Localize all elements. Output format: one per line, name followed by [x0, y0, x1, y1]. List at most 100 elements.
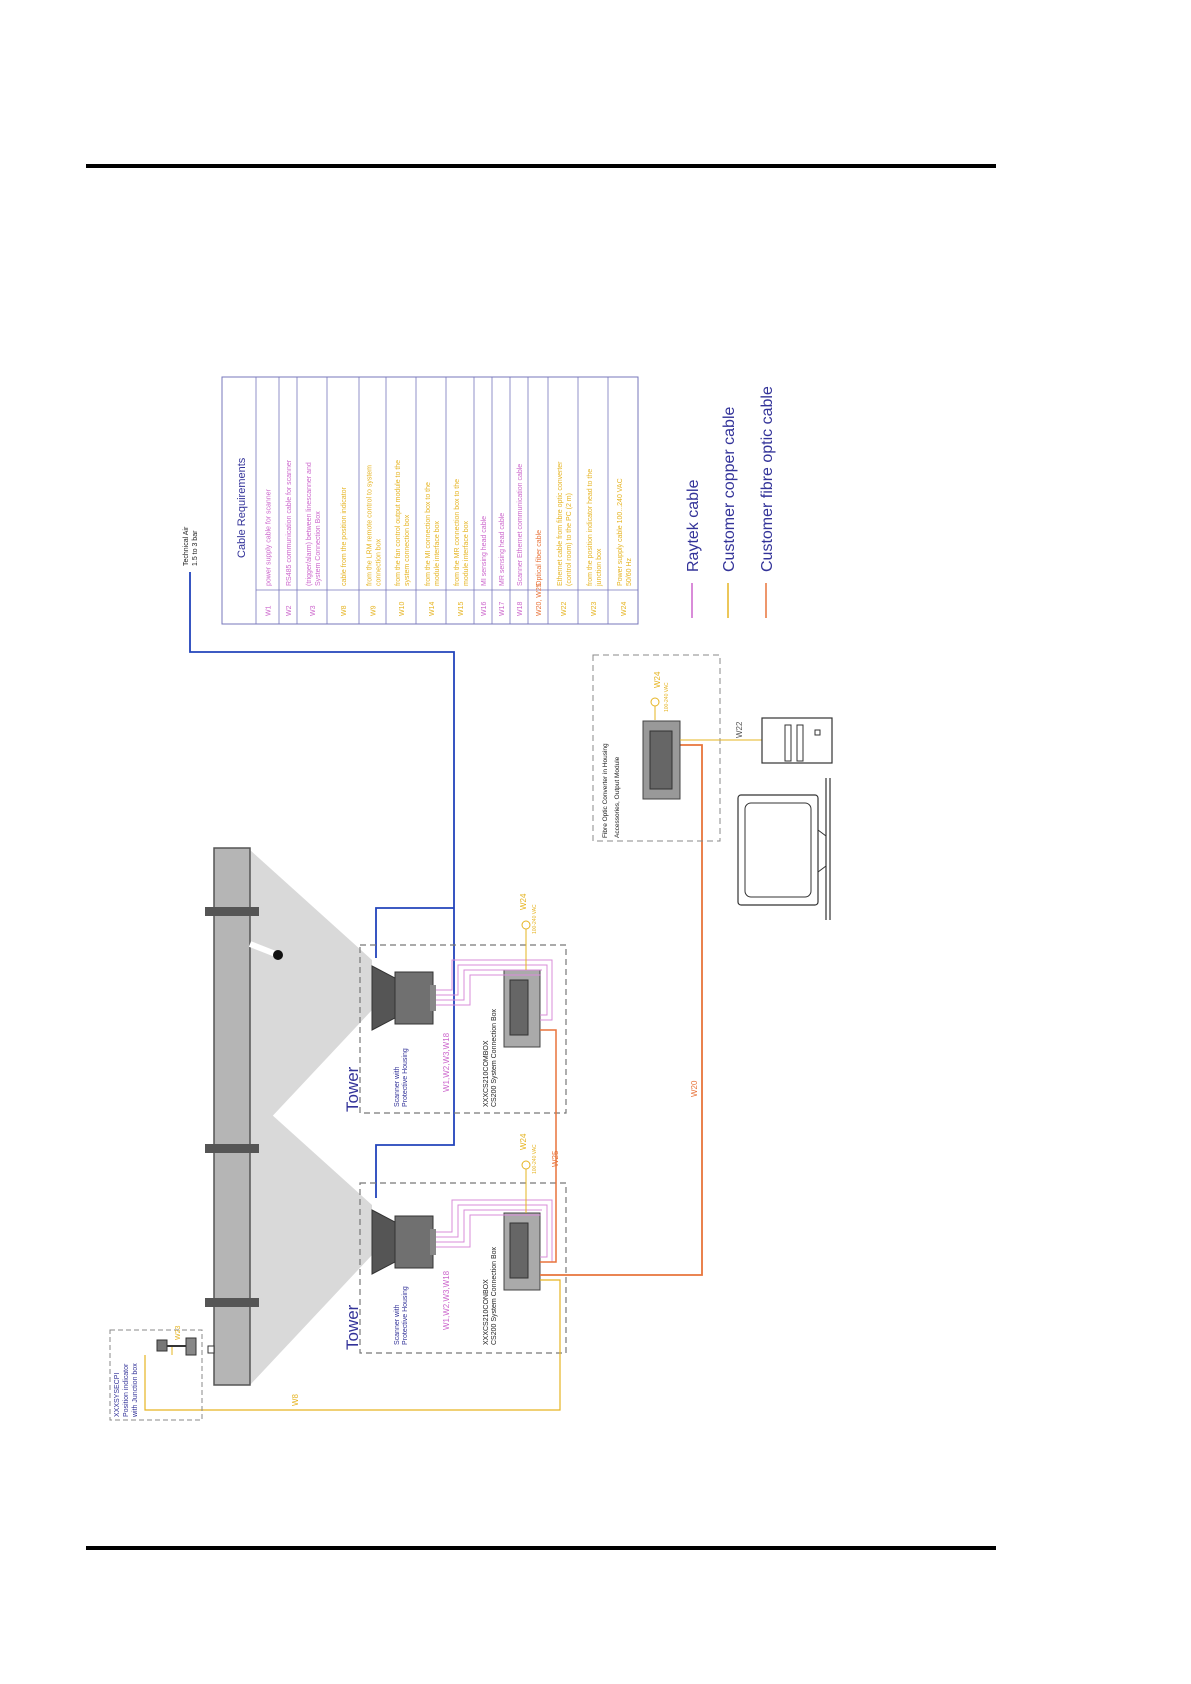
table-row-code: W8	[341, 605, 348, 616]
cable-legend: Raytek cable Customer copper cable Custome…	[685, 386, 776, 618]
scanner-label-upper-2: Protective Housing	[402, 1048, 409, 1107]
table-row-code: W3	[310, 605, 317, 616]
table-row-desc: system connection box	[404, 514, 411, 586]
w24-label-lower: W24	[519, 1133, 528, 1150]
scanner-label-upper-1: Scanner with	[394, 1066, 401, 1107]
fibre-converter-device	[642, 720, 681, 800]
table-row-desc: Power supply cable 100...240 VAC	[617, 478, 624, 586]
copper-cable-w8	[144, 1279, 561, 1411]
table-row-desc: from the LRM remote control to system	[367, 465, 374, 586]
position-label-3: with Junction box	[132, 1363, 139, 1418]
table-row-desc: module interface box	[463, 521, 470, 586]
tower-lower-frame	[359, 1182, 567, 1354]
w22-label: W22	[735, 721, 744, 738]
scanner-lower	[371, 1209, 436, 1275]
w8-label: W8	[291, 1393, 300, 1406]
table-row-code: W16	[481, 602, 488, 617]
legend-label: Customer copper cable	[721, 406, 738, 572]
box-lower-title-2: CS200 System Connection Box	[491, 1246, 498, 1345]
table-row-desc: from the position indicator head to the	[587, 469, 594, 586]
fibre-cable-w25	[540, 1029, 557, 1263]
w20-label: W20	[690, 1080, 699, 1097]
pipe-clamp-3	[205, 1298, 259, 1307]
reflector-dot	[273, 950, 283, 960]
connection-box-lower	[503, 1212, 541, 1291]
scanner-cables-upper: W1,W2,W3,W18	[442, 1032, 451, 1092]
scanner-upper	[371, 965, 436, 1031]
table-row-code: W23	[591, 602, 598, 617]
pc-tower-icon	[761, 717, 833, 764]
pipe-sensor-tab	[207, 1345, 215, 1354]
box-upper-title-1: XXXCS210COMBOX	[483, 1040, 490, 1107]
table-row-desc: Optical fiber cable	[536, 530, 543, 586]
tower-upper-frame	[359, 944, 567, 1114]
table-row-code: W22	[561, 602, 568, 617]
technical-air-branch	[375, 907, 454, 958]
top-rule	[86, 164, 996, 168]
box-lower-title-1: XXXCS210CONBOX	[483, 1279, 490, 1345]
table-row-desc: (control room) to the PC (2 m)	[566, 493, 573, 586]
pipe-clamp-1	[205, 907, 259, 916]
scanner-label-lower-2: Protective Housing	[402, 1286, 409, 1345]
table-row-desc: 50/60 Hz	[626, 557, 633, 586]
pc-monitor-icon	[737, 778, 831, 920]
power-plug-lower	[521, 1160, 531, 1213]
position-label-1: XXXSYSECPI	[114, 1373, 121, 1417]
technical-air-line	[189, 572, 455, 1198]
pipe-clamp-2	[205, 1144, 259, 1153]
table-row-code: W20, W25	[536, 583, 543, 616]
fibre-box-title-1: Fibre Optic Converter in Housing	[602, 743, 609, 838]
tech-air-label-1: Technical Air	[183, 526, 190, 566]
table-row-code: W2	[286, 605, 293, 616]
reflector-arm	[248, 941, 280, 958]
scan-cone-upper	[250, 850, 372, 1140]
table-row-code: W15	[458, 602, 465, 617]
table-row-desc: cable from the position indicator	[341, 487, 348, 586]
table-row-desc: Ethernet cable from fibre optic converte…	[557, 461, 564, 586]
table-row-desc: power supply cable for scanner	[266, 488, 273, 586]
table-row-desc: Scanner Ethernet communication cable	[517, 464, 524, 586]
connection-box-upper	[503, 969, 541, 1048]
legend-label: Raytek cable	[685, 479, 702, 572]
w24-label-fibre: W24	[653, 671, 662, 688]
table-row-desc: from the MI connection box to the	[425, 482, 432, 586]
fibre-cable-w20	[540, 744, 703, 1276]
table-row-code: W24	[621, 602, 628, 617]
table-row-desc: RS485 communication cable for scanner	[286, 459, 293, 586]
tower-label-upper: Tower	[343, 1066, 362, 1112]
table-row-desc: connection box	[376, 538, 383, 586]
table-row-desc: (trigger/alarm) between linescanner and	[306, 462, 313, 586]
raytek-cables-upper	[436, 959, 553, 1021]
table-row-code: W18	[517, 602, 524, 617]
tower-label-lower: Tower	[343, 1304, 362, 1350]
w23-label: W23	[175, 1326, 182, 1341]
table-title: Cable Requirements	[236, 457, 248, 558]
w25-label: W25	[551, 1150, 560, 1167]
w24-volt-fibre: 100-240 VAC	[664, 682, 670, 712]
fibre-box-title-2: Accessories, Output Module	[614, 756, 621, 838]
legend-label: Customer fibre optic cable	[759, 386, 776, 572]
table-row-desc: System Connection Box	[315, 511, 322, 586]
fibre-converter-frame	[592, 654, 721, 842]
power-plug-upper	[521, 920, 531, 970]
w24-volt-upper: 100-240 VAC	[532, 904, 538, 934]
table-row-desc: module interface box	[434, 521, 441, 586]
pipe	[213, 847, 251, 1386]
power-plug-fibre	[650, 697, 660, 720]
box-upper-title-2: CS200 System Connection Box	[491, 1008, 498, 1107]
table-row-code: W1	[266, 605, 273, 616]
table-row-desc: MR sensing head cable	[499, 513, 506, 586]
table-row-desc: from the MR connection box to the	[454, 479, 461, 586]
position-indicator-frame	[109, 1329, 203, 1421]
w24-volt-lower: 100-240 VAC	[532, 1144, 538, 1174]
position-indicator-device	[156, 1337, 197, 1356]
copper-cable-w23	[171, 1345, 185, 1355]
table-row-code: W14	[429, 602, 436, 617]
scanner-label-lower-1: Scanner with	[394, 1304, 401, 1345]
position-label-2: Position indicator	[123, 1363, 130, 1417]
scanner-cables-lower: W1,W2,W3,W18	[442, 1270, 451, 1330]
tech-air-label-2: 1.5 to 3 bar	[192, 530, 199, 566]
table-row-desc: junction box	[596, 548, 603, 587]
